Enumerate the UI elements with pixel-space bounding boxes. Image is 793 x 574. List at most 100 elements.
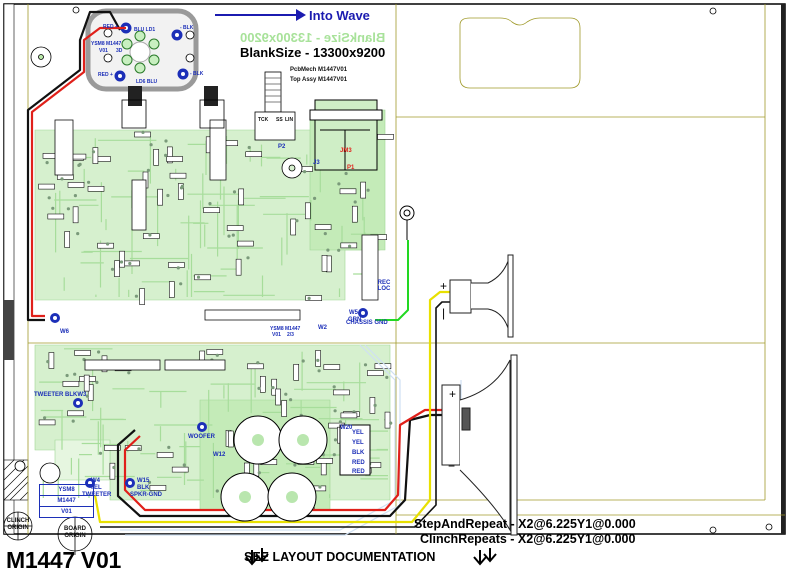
via [344,171,348,176]
left-mount-block [4,300,14,360]
via [215,489,219,493]
ic-package [361,234,379,301]
mount-holes [30,6,773,534]
via [85,394,89,398]
component-footprint [304,202,311,220]
via [385,375,389,379]
via [141,130,145,134]
component-footprint [237,240,254,247]
component-footprint [124,445,142,451]
component-footprint [293,363,300,381]
via [317,369,321,373]
component-footprint [377,134,394,140]
component-footprint [281,400,287,417]
via [295,219,299,223]
component-footprint [67,410,84,417]
component-footprint [62,380,80,387]
p1-note: JM3 [340,148,352,154]
into-wave-arrow-icon [215,9,306,21]
component-footprint [178,183,184,200]
via [180,184,184,188]
component-footprint [171,466,189,473]
via [119,260,124,264]
component-footprint [305,295,323,301]
component-footprint [384,411,391,429]
via [71,419,75,423]
woofer-label: WOOFER [188,434,215,440]
component-footprint [339,188,357,195]
component-footprint [275,388,281,406]
svg-text:|: | [442,306,445,320]
via [45,161,49,165]
terminal-block [339,424,371,476]
blank-size-mirrored: BlankSize - 13300x9200 [240,30,386,45]
via [307,296,311,300]
wire-green [375,240,409,321]
svg-text:+: + [449,387,456,401]
via [166,193,170,198]
component-footprint [48,352,55,369]
into-wave-label: Into Wave [309,8,370,23]
led-pad-label-blk-2: - BLK [190,71,204,77]
via [76,232,80,236]
board-ident-line3: V01 [61,509,72,515]
component-footprint [167,146,173,164]
component-footprint [38,419,56,426]
via [46,360,50,364]
component-footprint [149,485,167,491]
via [326,248,330,252]
component-footprint [139,288,145,305]
via [73,372,77,376]
component-footprint [259,375,266,393]
w15-spkr-gnd: SPKR-GND [130,492,163,498]
step-and-repeat-label: StepAndRepeat - X2@6.225Y1@0.000 [414,517,636,531]
via [167,445,171,449]
via [106,242,110,246]
via [257,471,261,475]
component-footprint [72,206,79,224]
component-footprint [340,412,358,419]
component-footprint [97,242,114,249]
via [134,294,138,298]
clinch-repeats-label: ClinchRepeats - X2@6.225Y1@0.000 [420,532,636,546]
via [66,207,70,211]
via [271,386,275,390]
board-ident-box: YSM8 M1447 V01 [39,484,94,518]
component-footprint [367,370,384,376]
via [366,188,370,192]
w12-label: W12 [213,452,226,458]
via [73,194,77,198]
p2-pin-lin: LIN [285,117,294,123]
component-footprint [315,350,321,367]
p2-pin-labels: TCK [258,117,269,123]
model-title: M1447 V01 [6,547,121,573]
wire-black-top [26,10,121,322]
w20-label: W20 [340,425,353,431]
via [257,386,261,390]
component-footprint [74,350,91,356]
potentiometer-p2 [254,71,303,179]
mid-ident-3: M1447 [285,326,301,332]
ic-package [131,179,147,231]
via [51,206,55,210]
component-footprint [168,262,185,268]
component-footprint [67,182,85,188]
down-arrow-icons [245,548,497,566]
component-footprint [323,364,341,370]
component-footprint [87,384,94,401]
via [87,180,91,184]
via [389,421,393,425]
via [332,385,336,389]
component-footprint [119,250,125,268]
via [137,447,141,451]
via [313,196,317,200]
component-footprint [104,444,121,451]
component-footprint [314,224,332,230]
board-origin-label: BOARD ORIGIN [64,526,86,539]
via [373,403,377,407]
board-ident-line1: YSM8 [40,485,93,496]
via [333,409,337,413]
via [147,480,152,484]
via [333,438,338,442]
component-footprint [228,430,234,448]
